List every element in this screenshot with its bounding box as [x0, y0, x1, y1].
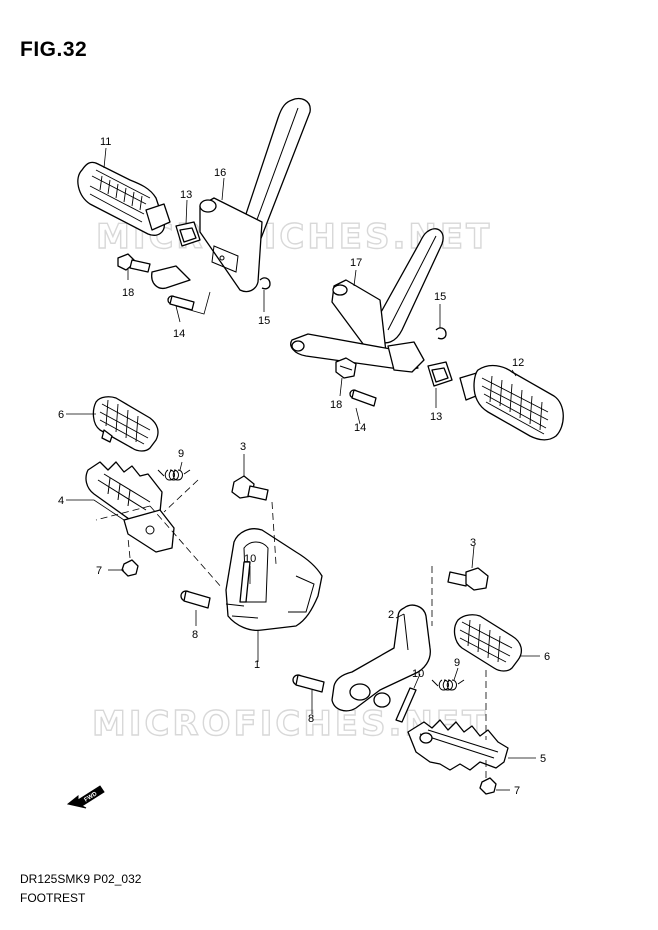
upper-right-assembly [290, 228, 564, 441]
front-footrest-rubber-right [453, 614, 523, 672]
callout-11: 11 [100, 136, 111, 148]
callout-labels: 11 13 16 18 14 15 17 15 12 18 14 13 6 9 … [58, 136, 550, 797]
rear-footrest-right [459, 364, 564, 441]
callout-10-left: 10 [244, 553, 256, 565]
callout-18-left: 18 [122, 287, 134, 299]
model-code: DR125SMK9 P02_032 [20, 872, 142, 886]
clevis-pin-14-right [349, 389, 377, 407]
callout-3-right: 3 [470, 537, 476, 549]
footrest-link-left [151, 265, 191, 290]
callout-14-right: 14 [354, 422, 366, 434]
clip-15-right [435, 327, 447, 340]
callout-7-left: 7 [96, 565, 102, 577]
cotter-pin-10-right [395, 687, 417, 723]
callout-18-right: 18 [330, 399, 342, 411]
callout-17: 17 [350, 257, 362, 269]
rubber-damper-right [427, 361, 453, 387]
callout-16: 16 [214, 167, 226, 179]
lower-right-assembly [292, 545, 540, 795]
clevis-pin-8-left [180, 590, 211, 609]
callout-13-left: 13 [180, 189, 192, 201]
bolt-3-right [447, 567, 489, 591]
nut-7-right [479, 777, 497, 795]
callout-12: 12 [512, 357, 524, 369]
callout-4: 4 [58, 495, 64, 507]
clip-15-left [259, 277, 271, 290]
callout-14-left: 14 [173, 328, 185, 340]
front-footpeg-right [407, 719, 509, 771]
cotter-pin-10-left [239, 561, 251, 603]
upper-left-assembly [77, 97, 311, 323]
rear-footrest-left [77, 161, 171, 236]
callout-5: 5 [540, 753, 546, 765]
callout-8-left: 8 [192, 629, 198, 641]
callout-3-left: 3 [240, 441, 246, 453]
callout-6-right: 6 [544, 651, 550, 663]
front-footpeg-left [85, 461, 175, 553]
callout-2: 2 [388, 609, 394, 621]
spring-9-left [157, 469, 191, 481]
front-footrest-bracket-right [331, 604, 431, 712]
callout-8-right: 8 [308, 713, 314, 725]
front-footrest-rubber-left [92, 396, 159, 452]
bolt-18-right [335, 357, 357, 379]
clevis-pin-8-right [292, 674, 325, 693]
rubber-damper-left [175, 221, 201, 247]
lower-left-assembly [66, 396, 323, 662]
section-name: FOOTREST [20, 891, 86, 905]
spring-9-right [431, 679, 465, 691]
callout-10-right: 10 [412, 668, 424, 680]
figure-title: FIG.32 [20, 38, 88, 61]
callout-9-left: 9 [178, 448, 184, 460]
callout-7-right: 7 [514, 785, 520, 797]
bolt-18-left [117, 253, 151, 273]
fwd-arrow-icon: FWD [66, 785, 105, 809]
callout-13-right: 13 [430, 411, 442, 423]
clevis-pin-14-left [167, 295, 195, 311]
callout-1: 1 [254, 659, 260, 671]
callout-15-right: 15 [434, 291, 446, 303]
callout-15-left: 15 [258, 315, 270, 327]
rear-footrest-bracket-left [199, 97, 311, 293]
callout-9-right: 9 [454, 657, 460, 669]
bolt-3-left [231, 475, 269, 501]
callout-6-left: 6 [58, 409, 64, 421]
front-footrest-bracket-left [225, 528, 323, 632]
rear-footrest-bracket-right [290, 228, 444, 373]
nut-7-left [121, 559, 139, 577]
